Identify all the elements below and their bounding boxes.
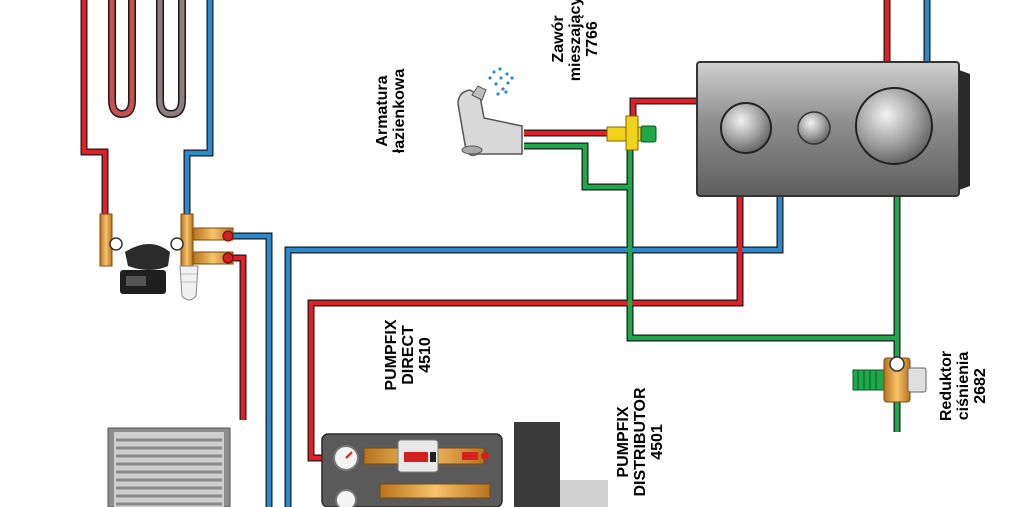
label-pumpfix-distributor: PUMPFIX DISTRIBUTOR 4501	[615, 377, 666, 507]
bathroom-faucet	[457, 67, 523, 157]
label-pumpfix-direct-line3: 4510	[417, 337, 434, 373]
label-armatura-line2: łazienkowa	[391, 68, 408, 154]
armatura-mixed-pipe	[524, 143, 628, 190]
radiator-hot-pipe	[232, 255, 246, 420]
cold-supply-pipe	[627, 145, 897, 341]
radiator	[107, 427, 231, 507]
label-pumpfix-direct: PUMPFIX DIRECT 4510	[383, 304, 434, 406]
label-pumpfix-distributor-line2: DISTRIBUTOR	[632, 387, 649, 497]
label-pressure-reducer: Reduktor ciśnienia 2682	[938, 338, 989, 434]
label-pressure-reducer-line2: ciśnienia	[955, 351, 972, 421]
radiator-cold-pipe	[232, 233, 272, 507]
tank-supply-pipe	[308, 196, 743, 461]
label-mixing-valve-line2: mieszający	[567, 0, 584, 82]
pipe-network	[80, 0, 931, 507]
label-armatura-line1: Armatura	[374, 75, 391, 147]
coil-pump-group	[99, 213, 234, 301]
label-pumpfix-distributor-line3: 4501	[649, 424, 666, 460]
label-pressure-reducer-line1: Reduktor	[938, 350, 955, 422]
label-mixing-valve-line1: Zawór	[550, 15, 567, 63]
label-pressure-reducer-line3: 2682	[972, 368, 989, 404]
coil-hot-pipe	[81, 0, 108, 230]
label-pumpfix-distributor-line1: PUMPFIX	[615, 406, 632, 478]
coil-cold-pipe	[184, 0, 213, 230]
mixing-valve	[606, 115, 657, 151]
tank-return-pipe	[285, 196, 783, 507]
label-pumpfix-direct-line1: PUMPFIX	[383, 319, 400, 391]
label-armatura: Armatura łazienkowa	[374, 46, 408, 176]
label-pumpfix-direct-line2: DIRECT	[400, 325, 417, 385]
pressure-reducer	[852, 356, 927, 403]
label-mixing-valve: Zawór mieszający 7766	[550, 0, 601, 84]
pumpfix-direct-unit	[321, 422, 608, 507]
water-heater-tank	[696, 61, 970, 197]
label-mixing-valve-line3: 7766	[584, 21, 601, 57]
heating-coil	[88, 0, 206, 122]
